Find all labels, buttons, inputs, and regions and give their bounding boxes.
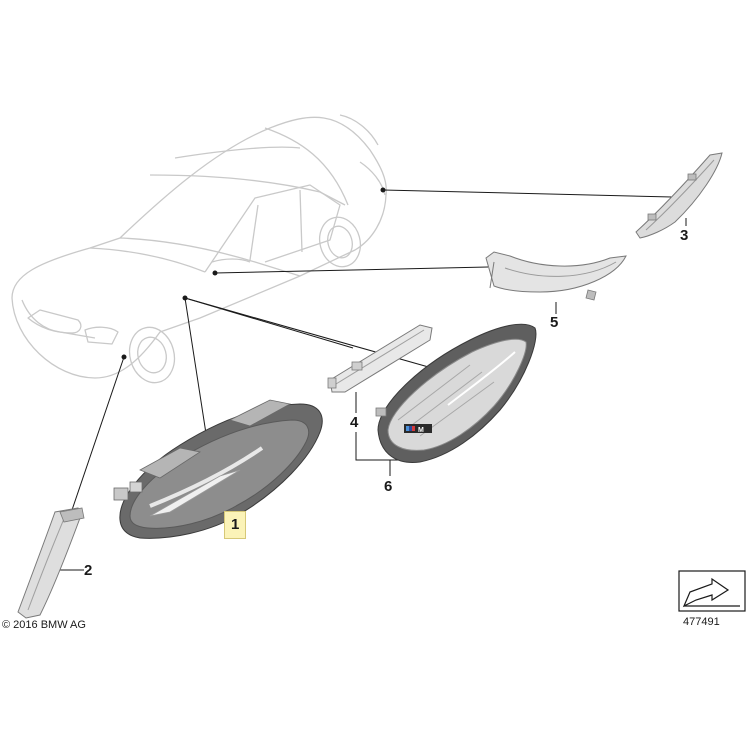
callout-part-2[interactable]: 2 [84, 562, 93, 579]
car-outline [11, 114, 387, 384]
direction-arrow-icon [678, 570, 746, 612]
callout-part-5[interactable]: 5 [550, 314, 559, 331]
m-badge [404, 424, 432, 433]
callout-part-4[interactable]: 4 [350, 414, 359, 431]
leader-line-part-2 [71, 356, 125, 511]
leader-line-part-1 [184, 297, 208, 441]
part-1-side-grille [113, 399, 323, 539]
leader-line-part-3 [382, 189, 673, 198]
copyright-text: © 2016 BMW AG [2, 619, 86, 631]
part-6-side-grille: M [375, 323, 537, 464]
callout-part-1[interactable]: 1 [224, 511, 247, 539]
part-3-trim-strip [635, 152, 723, 239]
part-5-fender-trim [485, 251, 627, 301]
part-2-pillar-trim [17, 507, 85, 619]
callout-part-3[interactable]: 3 [680, 227, 689, 244]
m-badge-label: M [418, 427, 424, 434]
leader-line-part-5 [214, 266, 489, 274]
leader-dots [121, 187, 386, 360]
callout-part-6[interactable]: 6 [384, 478, 393, 495]
diagram-number: 477491 [683, 616, 720, 628]
part-4-light-strip [327, 324, 433, 393]
